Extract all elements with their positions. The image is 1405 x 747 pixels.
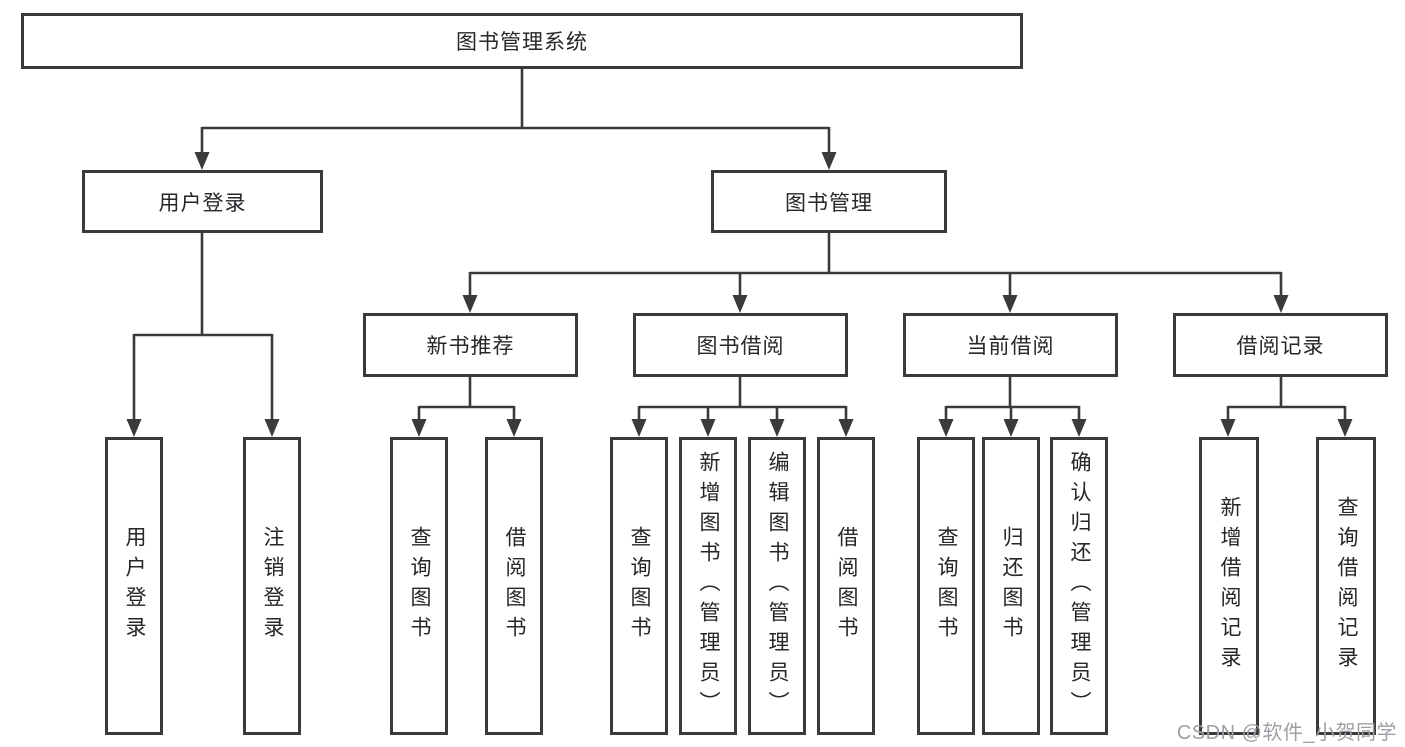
node-label: 图书管理	[785, 191, 873, 215]
csdn-watermark: CSDN @软件_小贺同学	[1176, 722, 1397, 744]
leaf-query-books-recommend: 查询图书	[390, 437, 448, 735]
leaf-borrow-books-recommend: 借阅图书	[485, 437, 543, 735]
leaf-borrow-books: 借阅图书	[817, 437, 875, 735]
node-book-borrowing: 图书借阅	[633, 313, 848, 377]
node-user-login: 用户登录	[82, 170, 323, 233]
leaf-add-books-admin: 新增图书（管理员）	[679, 437, 737, 735]
leaf-query-books-borrowing: 查询图书	[610, 437, 668, 735]
node-new-book-recommendation: 新书推荐	[363, 313, 578, 377]
node-label: 新书推荐	[426, 335, 515, 358]
leaf-confirm-return-admin: 确认归还（管理员）	[1050, 437, 1108, 735]
node-label: 借阅记录	[1236, 335, 1325, 358]
node-book-management: 图书管理	[711, 170, 947, 233]
node-label: 图书管理系统	[456, 31, 588, 54]
leaf-return-books: 归还图书	[982, 437, 1040, 735]
node-borrowing-records: 借阅记录	[1173, 313, 1388, 377]
node-current-borrowing: 当前借阅	[903, 313, 1118, 377]
leaf-query-books-current: 查询图书	[917, 437, 975, 735]
node-label: 图书借阅	[696, 335, 785, 358]
node-label: 用户登录	[158, 191, 247, 215]
node-label: 当前借阅	[966, 335, 1055, 358]
leaf-logout: 注销登录	[243, 437, 301, 735]
leaf-edit-books-admin: 编辑图书（管理员）	[748, 437, 806, 735]
node-library-management-system: 图书管理系统	[21, 13, 1023, 69]
leaf-user-login: 用户登录	[105, 437, 163, 735]
leaf-query-borrow-record: 查询借阅记录	[1316, 437, 1376, 735]
leaf-add-borrow-record: 新增借阅记录	[1199, 437, 1259, 735]
